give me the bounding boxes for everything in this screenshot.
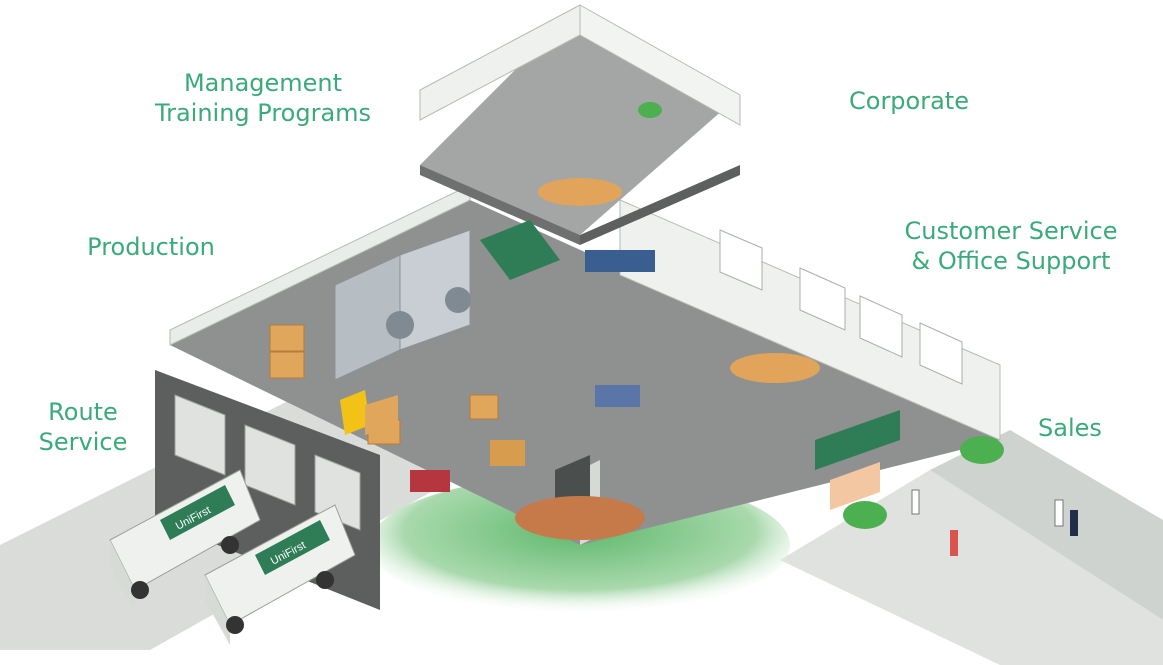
delivery-truck-2: UniFirst [204, 504, 356, 645]
conference-table-upper [538, 178, 622, 206]
corporate-label[interactable]: Corporate [838, 86, 980, 116]
upper-office-base-right [580, 165, 740, 245]
potted-trees [638, 102, 1004, 529]
customer-service-label[interactable]: Customer Service & Office Support [895, 216, 1127, 276]
washing-machines [334, 229, 471, 381]
pedestrians [911, 489, 1078, 556]
production-line1: Production [87, 233, 215, 261]
management-training-programs-label[interactable]: Management Training Programs [140, 68, 386, 128]
route-service-label[interactable]: Route Service [30, 397, 136, 457]
pressing-machine [480, 220, 560, 280]
sales-line1: Sales [1038, 414, 1102, 442]
reception-sign [815, 410, 900, 470]
reception-desk [830, 462, 880, 510]
customer-service-line1: Customer Service [904, 217, 1118, 245]
sign-planter [515, 496, 645, 540]
sales-label[interactable]: Sales [1030, 413, 1110, 443]
route-service-line1: Route [48, 398, 118, 426]
corporate-line1: Corporate [849, 87, 969, 115]
customer-service-line2: & Office Support [911, 247, 1111, 275]
route-service-line2: Service [38, 428, 128, 456]
management-line2: Training Programs [154, 99, 372, 127]
delivery-truck-1: UniFirst [109, 469, 261, 610]
clothing-racks [410, 250, 655, 492]
upper-office-base [420, 165, 580, 245]
upper-office-wall-right [579, 4, 741, 126]
conference-table-cs [730, 353, 820, 383]
management-line1: Management [183, 69, 343, 97]
production-label[interactable]: Production [76, 232, 226, 262]
walkway-right [930, 430, 1163, 620]
dock-doors [174, 394, 361, 531]
windows-right [719, 229, 963, 385]
forklift [340, 390, 398, 435]
